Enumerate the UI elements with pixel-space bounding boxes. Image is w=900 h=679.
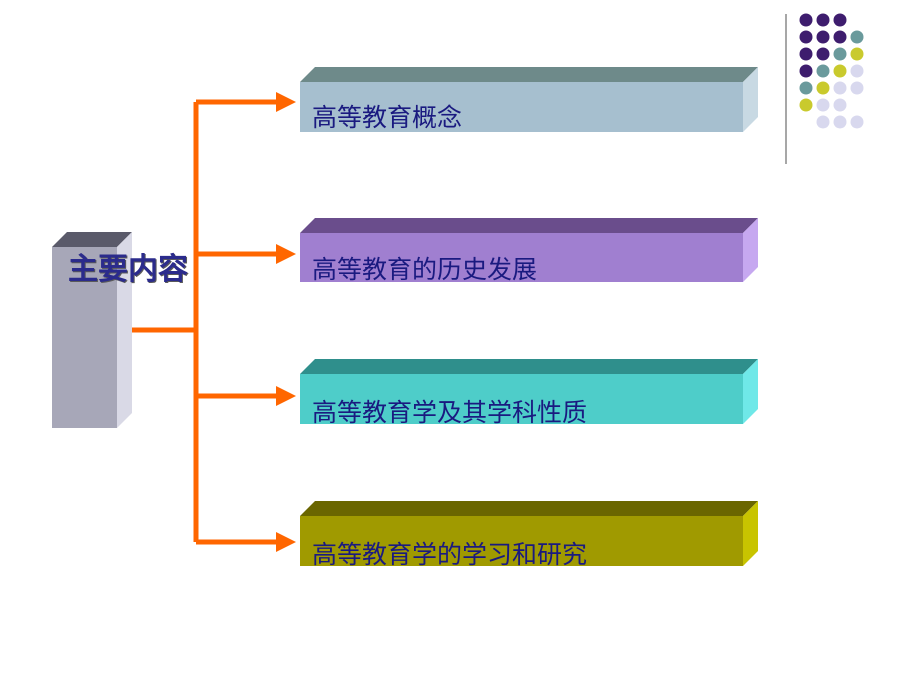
main-content-title: 主 要 内 容 [68, 252, 188, 287]
item-box-side-discipline [743, 359, 758, 424]
arrowhead-history [276, 244, 296, 264]
decor-dot [799, 47, 813, 61]
decor-dot [816, 81, 830, 95]
title-char-1: 主 [68, 252, 98, 287]
decor-dot [833, 115, 847, 129]
decor-dot [850, 115, 864, 129]
side-box-side [117, 232, 132, 428]
decor-dot [799, 30, 813, 44]
item-box-side-history [743, 218, 758, 282]
decor-dot [833, 30, 847, 44]
decor-dot [833, 64, 847, 78]
decor-dot [816, 64, 830, 78]
decor-dot [850, 30, 864, 44]
side-box-front [52, 247, 117, 428]
decor-dot [850, 81, 864, 95]
arrowhead-study [276, 532, 296, 552]
decor-dot [799, 98, 813, 112]
item-label-history: 高等教育的历史发展 [312, 255, 538, 284]
decor-dot [816, 115, 830, 129]
item-label-study: 高等教育学的学习和研究 [312, 540, 588, 569]
item-box-top-concept [300, 67, 758, 82]
decor-dot [799, 13, 813, 27]
item-box-history [300, 233, 743, 282]
decor-dot [816, 98, 830, 112]
item-label-concept: 高等教育概念 [312, 103, 463, 132]
item-box-discipline [300, 374, 743, 424]
decor-dot [816, 13, 830, 27]
item-box-top-history [300, 218, 758, 233]
decor-dot [833, 81, 847, 95]
arrowhead-concept [276, 92, 296, 112]
decor-dot [799, 81, 813, 95]
item-box-concept [300, 82, 743, 132]
decor-dot [816, 30, 830, 44]
item-box-side-study [743, 501, 758, 566]
title-char-4: 容 [158, 252, 188, 287]
decor-dot [850, 64, 864, 78]
decor-dot [799, 64, 813, 78]
decor-dot [833, 98, 847, 112]
title-char-2: 要 [98, 252, 128, 287]
item-box-side-concept [743, 67, 758, 132]
arrowhead-discipline [276, 386, 296, 406]
item-box-top-discipline [300, 359, 758, 374]
decor-dot [833, 47, 847, 61]
decor-dot [816, 47, 830, 61]
decor-dot [833, 13, 847, 27]
decor-dot [850, 47, 864, 61]
item-box-top-study [300, 501, 758, 516]
side-box-top [52, 232, 132, 247]
item-box-study [300, 516, 743, 566]
title-char-3: 内 [128, 252, 158, 287]
item-label-discipline: 高等教育学及其学科性质 [312, 398, 588, 427]
